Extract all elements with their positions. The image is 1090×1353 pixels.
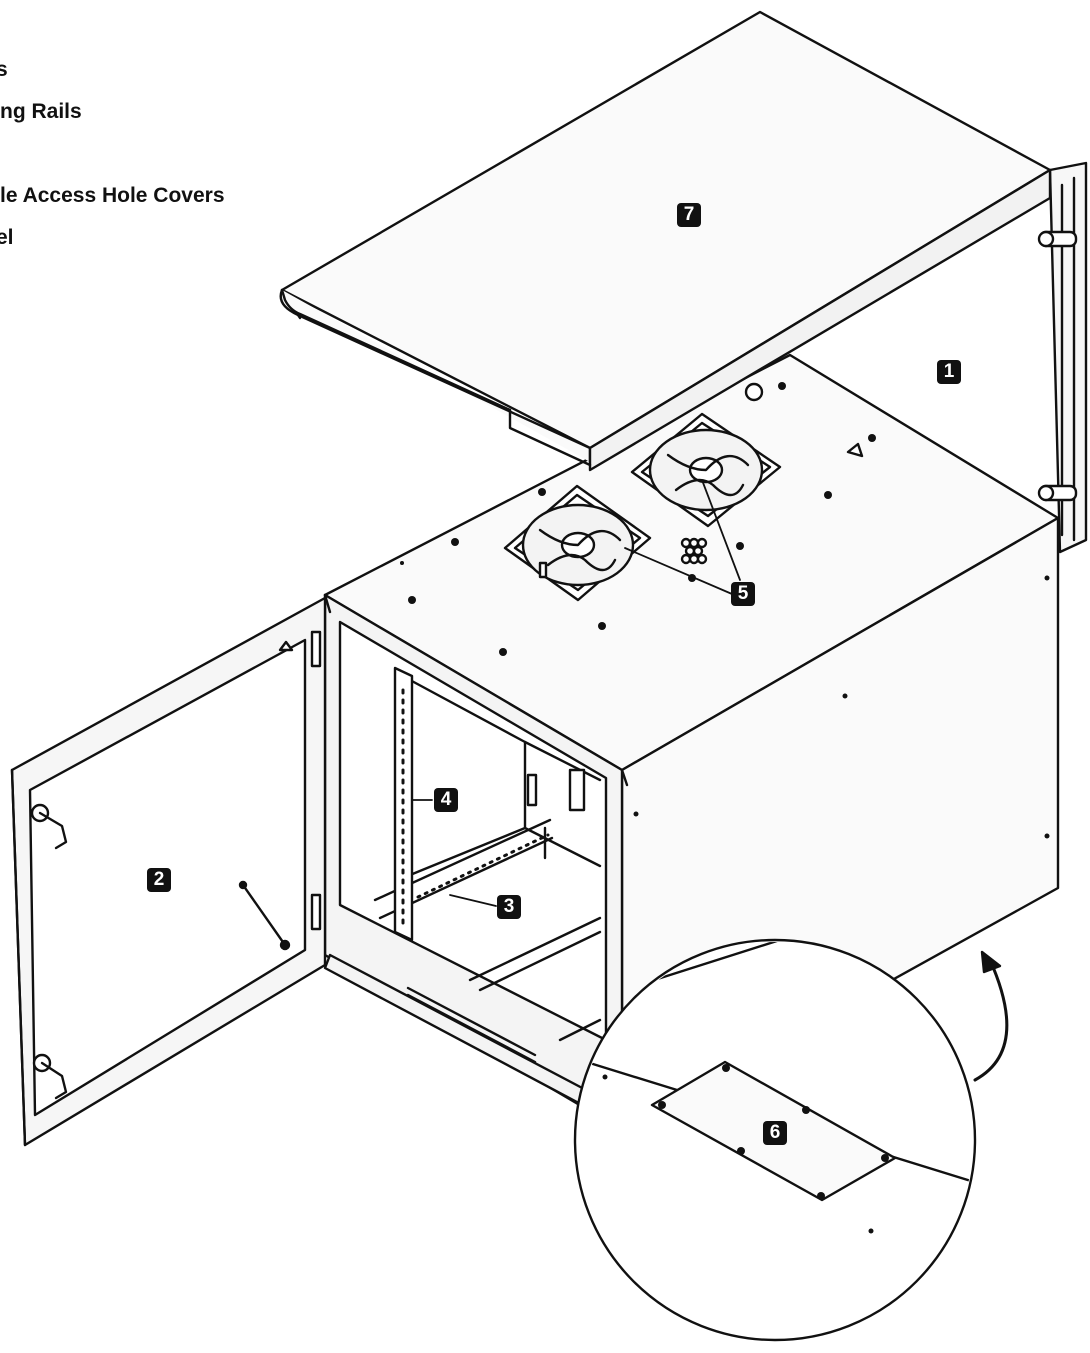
legend-item: le Access Hole Covers <box>0 184 225 207</box>
callout-7: 7 <box>677 203 701 227</box>
top-screws <box>400 382 1050 839</box>
legend-item: ng Rails <box>0 100 82 123</box>
parts-legend: s ng Rails le Access Hole Covers el <box>0 0 300 260</box>
fan-front <box>503 484 652 602</box>
legend-item: el <box>0 226 14 249</box>
rear-panel <box>1037 161 1088 554</box>
fan-rear <box>630 412 782 528</box>
mounting-rail <box>393 666 414 942</box>
callout-3: 3 <box>497 895 521 919</box>
cable-gland <box>680 537 708 565</box>
callout-6: 6 <box>763 1121 787 1145</box>
legend-item: s <box>0 58 8 81</box>
callout-1: 1 <box>937 360 961 384</box>
callout-5: 5 <box>731 582 755 606</box>
callout-4: 4 <box>434 788 458 812</box>
callout-2: 2 <box>147 868 171 892</box>
top-cover <box>279 10 1052 472</box>
cabinet-interior <box>373 678 602 1042</box>
